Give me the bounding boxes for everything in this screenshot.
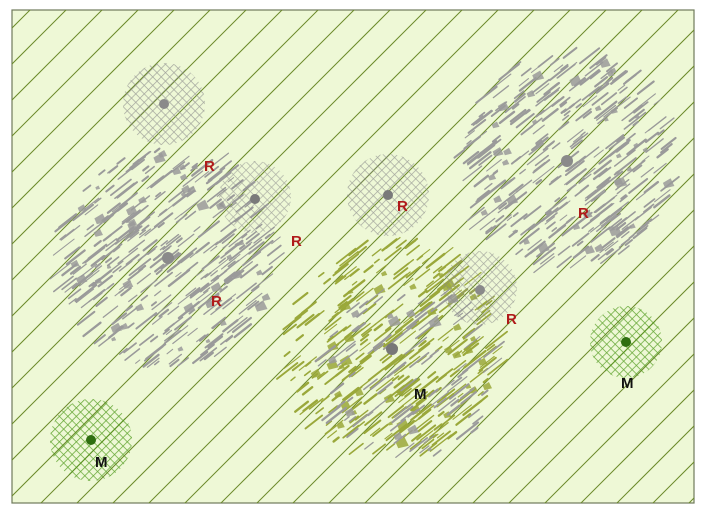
label-m: M — [95, 454, 108, 471]
label-r: R — [211, 293, 222, 310]
label-r: R — [578, 205, 589, 222]
center-dot — [386, 343, 398, 355]
center-dot — [250, 194, 260, 204]
center-dot — [86, 435, 96, 445]
center-dot — [475, 285, 485, 295]
center-dot — [162, 252, 174, 264]
label-m: M — [621, 375, 634, 392]
center-dot — [561, 155, 573, 167]
center-dot — [383, 190, 393, 200]
center-dot — [159, 99, 169, 109]
label-r: R — [204, 158, 215, 175]
label-m: M — [414, 386, 427, 403]
label-r: R — [397, 198, 408, 215]
label-r: R — [506, 311, 517, 328]
label-r: R — [291, 233, 302, 250]
center-dot — [621, 337, 631, 347]
